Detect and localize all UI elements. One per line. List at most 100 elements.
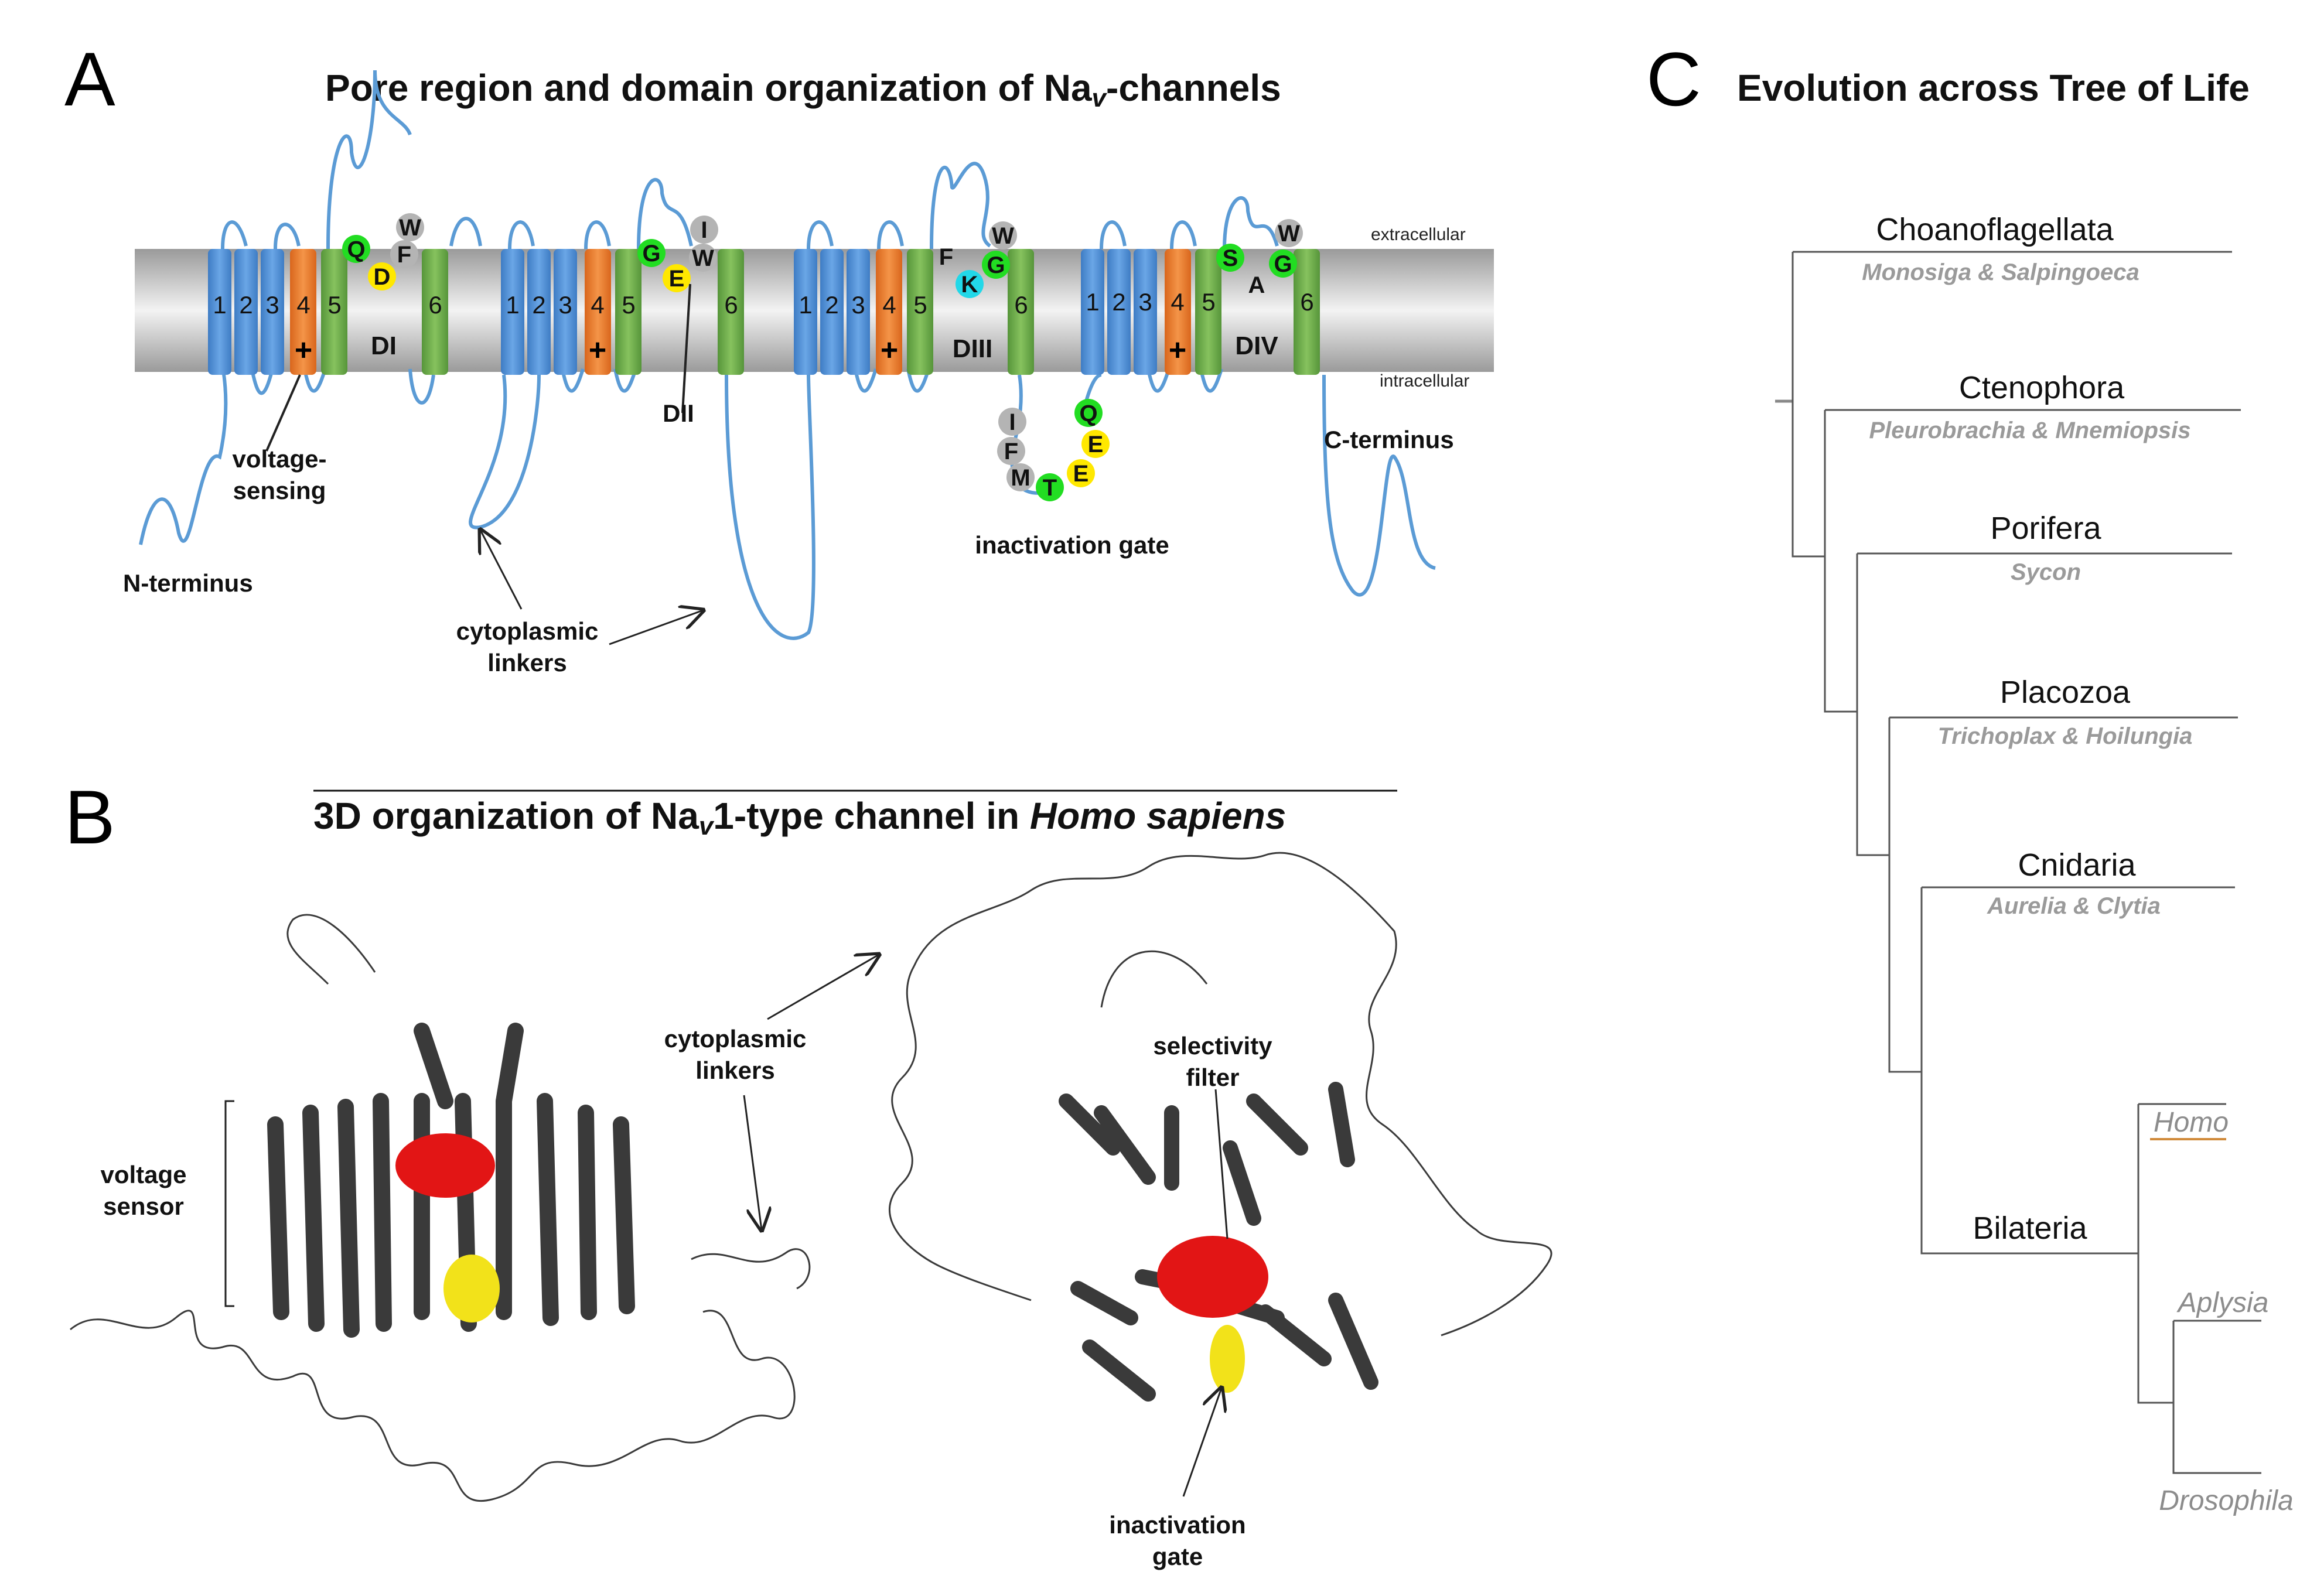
svg-text:5: 5 [622,291,635,319]
svg-text:S: S [1223,245,1238,271]
domain-ii: 1 2 3 4 5 6 + G E I W DII [501,216,744,427]
div-helix-4 [1165,249,1191,375]
cytoplasmic-label-1: cytoplasmic [456,617,599,645]
genera-placozoa: Trichoplax & Hoilungia [1938,723,2193,749]
svg-text:6: 6 [1014,291,1028,319]
svg-text:1: 1 [1086,288,1099,316]
svg-text:E: E [1088,432,1104,457]
di-helix-1 [208,249,231,375]
svg-text:3: 3 [558,291,572,319]
dii-res-g [637,239,666,267]
di-res-w [396,213,424,241]
dii-helix-6 [718,249,744,375]
svg-text:2: 2 [1112,288,1125,316]
side-view-selectivity-filter [395,1133,495,1198]
diii-helix-1 [794,249,817,375]
svg-text:I: I [701,217,707,243]
svg-text:D: D [374,264,391,290]
side-view-helices [267,1023,635,1338]
svg-text:I: I [1009,409,1015,435]
voltage-sensor-bracket [224,1100,234,1307]
di-helix-5 [321,249,347,375]
domain-iii: 1 2 3 4 5 6 + DIII F K G W [794,221,1034,375]
diii-helix-3 [847,249,870,375]
di-res-d [368,262,396,291]
taxon-bilateria: Bilateria [1973,1211,2087,1246]
svg-text:T: T [1043,475,1057,501]
svg-text:4: 4 [882,291,896,319]
di-label: DI [371,331,397,360]
dii-res-e [663,264,691,292]
svg-text:4: 4 [591,291,604,319]
svg-text:5: 5 [913,291,927,319]
dii-plus: + [589,333,606,367]
genera-porifera: Sycon [2011,559,2081,585]
svg-text:E: E [669,266,685,292]
diii-res-g [982,251,1010,279]
inactivation-gate-residues: I F M T E E Q [997,399,1110,501]
svg-text:3: 3 [1138,288,1152,316]
svg-text:Q: Q [347,237,365,262]
svg-text:G: G [1274,251,1292,277]
dii-pointer [681,283,691,413]
panel-a-letter: A [64,36,115,122]
extracellular-label: extracellular [1371,225,1466,244]
svg-text:G: G [642,241,660,266]
taxon-porifera: Porifera [1990,511,2101,546]
b-cytoplasmic-label-1: cytoplasmic [664,1025,807,1052]
diii-helix-2 [820,249,844,375]
svg-text:G: G [987,252,1005,278]
dii-res-w [689,244,717,272]
svg-text:1: 1 [799,291,812,319]
dii-helix-3 [554,249,577,375]
div-helix-1 [1081,249,1104,375]
panel-c-title: Evolution across Tree of Life [1737,67,2250,109]
taxon-cnidaria: Cnidaria [2018,847,2136,883]
svg-text:6: 6 [724,291,738,319]
panel-a-title: Pore region and domain organization of N… [325,67,1281,112]
inactivation-gate-label: inactivation gate [975,531,1169,559]
diii-res-w [989,221,1017,250]
svg-text:3: 3 [851,291,865,319]
selectivity-filter-label-2: filter [1186,1064,1239,1091]
div-plus: + [1169,333,1186,367]
inactivation-gate-arrow [1182,1388,1221,1497]
b-inactivation-label-2: gate [1152,1543,1203,1570]
svg-text:M: M [1011,465,1030,491]
dii-helix-4 [585,249,611,375]
div-label: DIV [1235,331,1278,360]
svg-text:1: 1 [506,291,519,319]
di-helix-2 [234,249,258,375]
voltage-sensing-pointer [265,374,301,452]
div-helix-5 [1195,249,1221,375]
protein-top-view: selectivity filter inactivation gate [888,852,1552,1570]
div-res-g [1269,250,1297,278]
selectivity-filter-label-1: selectivity [1153,1032,1272,1060]
svg-text:5: 5 [1202,288,1215,316]
svg-text:K: K [961,272,978,298]
di-res-f [390,240,418,268]
svg-text:W: W [992,223,1014,249]
di-res-q [342,235,370,263]
genera-choanoflagellata: Monosiga & Salpingoeca [1862,259,2139,285]
taxon-choanoflagellata: Choanoflagellata [1876,212,2114,247]
svg-text:2: 2 [825,291,838,319]
top-view-loops [888,852,1552,1337]
diii-helix-5 [907,249,933,375]
panel-a: A Pore region and domain organization of… [64,36,1494,676]
div-res-a: A [1248,272,1265,298]
di-helix-6 [422,249,448,375]
div-res-s [1216,244,1244,272]
selectivity-filter-pointer [1214,1089,1229,1239]
genera-ctenophora: Pleurobrachia & Mnemiopsis [1869,418,2190,443]
di-num-2: 2 [239,291,252,319]
b-cytoplasmic-label-2: linkers [695,1057,774,1084]
voltage-sensor-label-2: sensor [103,1192,184,1220]
b-inactivation-label-1: inactivation [1109,1511,1245,1539]
panel-b: B 3D organization of Nav1-type channel i… [64,774,1552,1570]
di-num-3: 3 [265,291,279,319]
genus-homo: Homo [2154,1107,2229,1138]
intracellular-label: intracellular [1380,371,1469,391]
protein-side-view: voltage sensor [70,914,811,1502]
